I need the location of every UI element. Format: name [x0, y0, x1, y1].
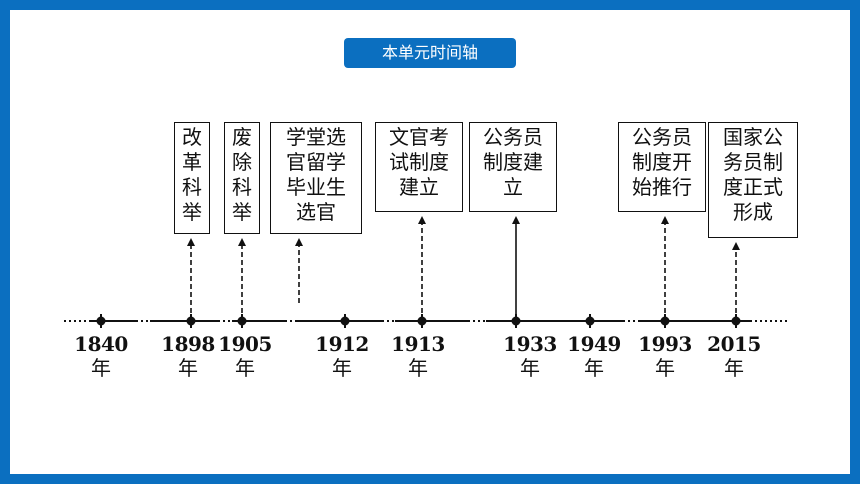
event-text: 文官考 试制度 建立 [389, 125, 449, 199]
arrowhead-1913 [418, 216, 426, 224]
arrowhead-1993 [661, 216, 669, 224]
arrowhead-1905-students [295, 238, 303, 246]
event-box-1993: 公务员 制度开 始推行 [618, 122, 706, 212]
event-box-1905-students: 学堂选 官留学 毕业生 选官 [270, 122, 362, 234]
tick-dot-1898 [186, 316, 196, 326]
event-text: 改 革 科 举 [182, 125, 202, 224]
year-ticks [96, 314, 741, 328]
tick-dot-1933 [511, 316, 521, 326]
arrowhead-1933 [512, 216, 520, 224]
event-box-1933: 公务员 制度建 立 [469, 122, 557, 212]
page-title: 本单元时间轴 [344, 38, 516, 68]
event-box-1898: 改 革 科 举 [174, 122, 210, 234]
event-text: 国家公 务员制 度正式 形成 [723, 125, 783, 224]
arrowhead-2015 [732, 242, 740, 250]
event-text: 废 除 科 举 [232, 125, 252, 224]
event-text: 学堂选 官留学 毕业生 选官 [286, 125, 346, 224]
tick-dot-2015 [731, 316, 741, 326]
event-box-1905-abolish: 废 除 科 举 [224, 122, 260, 234]
tick-dot-1913 [417, 316, 427, 326]
tick-dot-1912 [340, 316, 350, 326]
event-text: 公务员 制度建 立 [483, 125, 543, 199]
tick-dot-1993 [660, 316, 670, 326]
event-box-1913: 文官考 试制度 建立 [375, 122, 463, 212]
tick-dot-1840 [96, 316, 106, 326]
event-text: 公务员 制度开 始推行 [632, 125, 692, 199]
event-box-2015: 国家公 务员制 度正式 形成 [708, 122, 798, 238]
event-connectors [187, 216, 740, 321]
arrowhead-1905-abolish [238, 238, 246, 246]
tick-dot-1905 [237, 316, 247, 326]
arrowhead-1898 [187, 238, 195, 246]
slide: 本单元时间轴 [10, 10, 850, 474]
tick-dot-1949 [585, 316, 595, 326]
